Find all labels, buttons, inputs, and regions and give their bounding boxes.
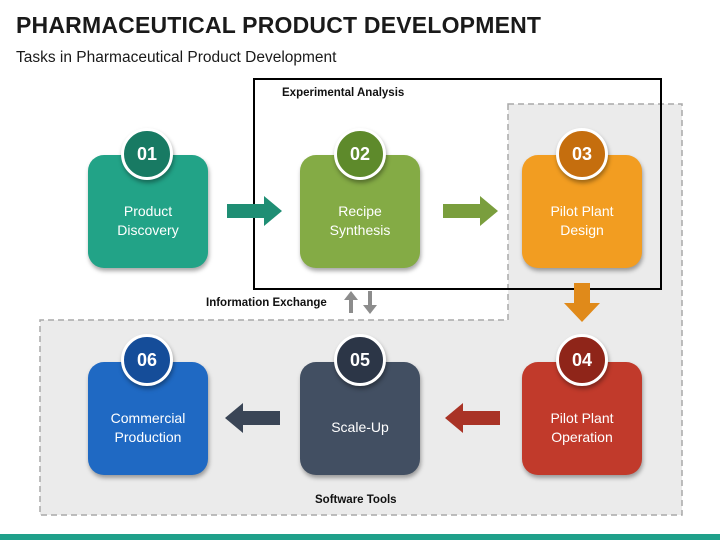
arrow-04-to-05 [445, 403, 500, 433]
step-number-badge: 06 [121, 334, 173, 386]
arrow-03-to-04 [564, 283, 600, 322]
arrow-02-to-03 [443, 196, 498, 226]
page-subtitle: Tasks in Pharmaceutical Product Developm… [16, 49, 337, 66]
info-exchange-down-arrow [363, 291, 377, 314]
software-tools-label: Software Tools [315, 494, 397, 506]
step-number-badge: 05 [334, 334, 386, 386]
step-number-badge: 01 [121, 128, 173, 180]
step-number-badge: 02 [334, 128, 386, 180]
step-number-badge: 04 [556, 334, 608, 386]
step-label: Pilot Plant Operation [550, 409, 614, 445]
step-label: Recipe Synthesis [329, 202, 391, 238]
information-exchange-label: Information Exchange [206, 297, 327, 309]
step-card-recipe-synthesis: Recipe Synthesis [300, 155, 420, 268]
page-title: PHARMACEUTICAL PRODUCT DEVELOPMENT [16, 12, 542, 38]
step-label: Pilot Plant Design [550, 202, 614, 238]
info-exchange-up-arrow [344, 291, 358, 313]
arrow-05-to-06 [225, 403, 280, 433]
arrow-01-to-02 [227, 196, 282, 226]
step-label: Commercial Production [110, 409, 186, 445]
step-label: Product Discovery [117, 202, 179, 238]
step-number-badge: 03 [556, 128, 608, 180]
bottom-accent-bar [0, 534, 720, 540]
experimental-analysis-region [253, 78, 662, 290]
step-label: Scale-Up [331, 419, 389, 435]
experimental-analysis-label: Experimental Analysis [282, 87, 405, 99]
